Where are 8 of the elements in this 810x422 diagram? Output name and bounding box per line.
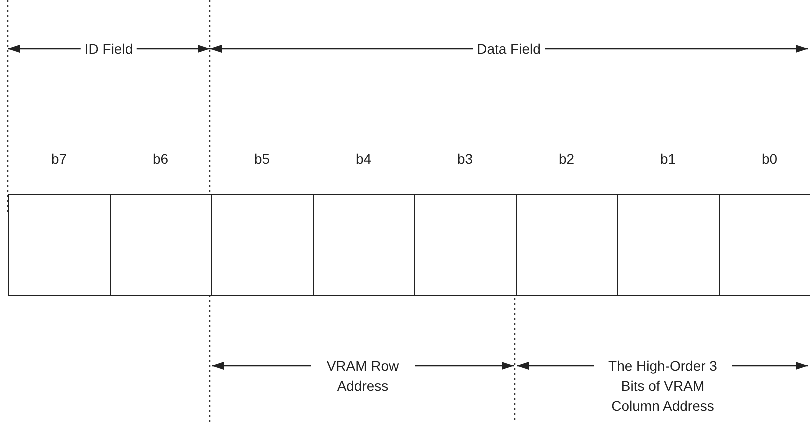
bit-label: b1: [659, 151, 678, 167]
bit-label: b7: [50, 151, 68, 167]
bit-label: b6: [152, 151, 170, 167]
bit-label: b0: [760, 151, 779, 167]
bit-label: b5: [253, 151, 272, 167]
bit-label: b3: [456, 151, 474, 167]
bit-label: b4: [354, 151, 373, 167]
bit-label: b2: [558, 151, 576, 167]
